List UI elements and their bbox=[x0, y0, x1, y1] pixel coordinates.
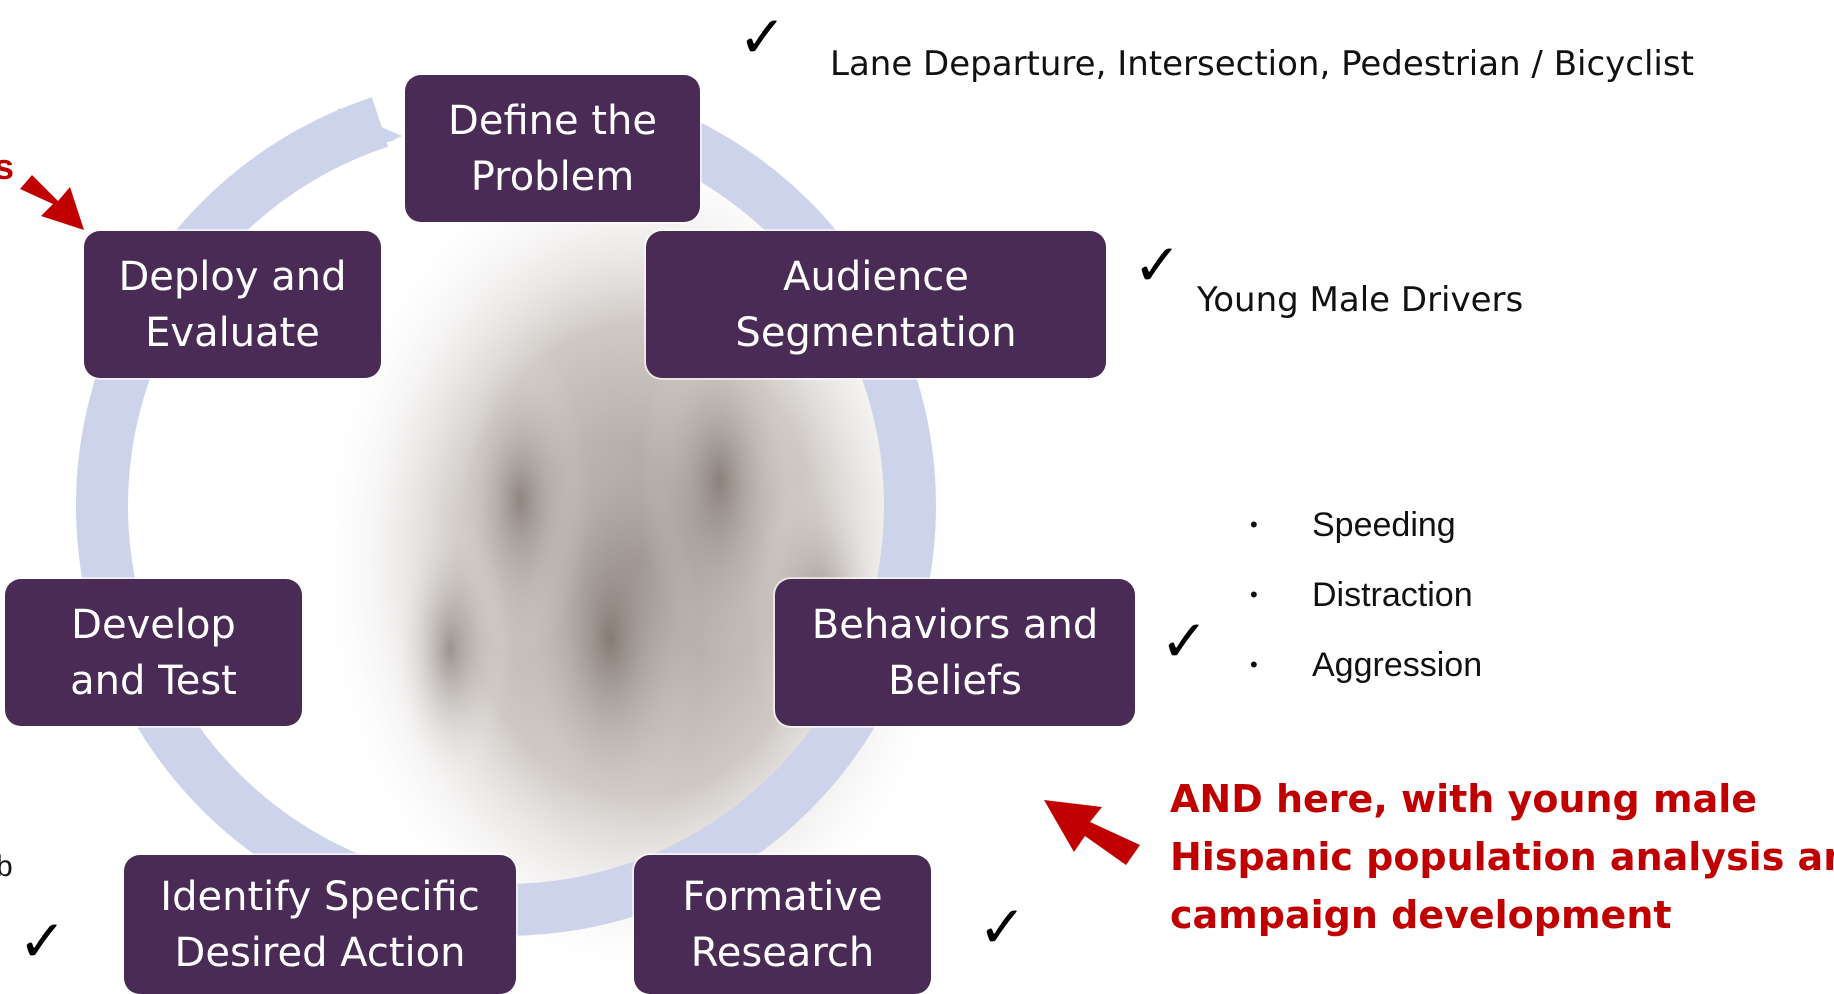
behaviors-list: • Speeding • Distraction • Aggression bbox=[1250, 490, 1482, 700]
step-label-line: Research bbox=[690, 929, 875, 976]
callout-line: AND here, with young male bbox=[1170, 777, 1758, 821]
step-label-line: Beliefs bbox=[888, 657, 1022, 704]
check-icon: ✓ bbox=[1160, 607, 1209, 675]
step-deploy-evaluate: Deploy and Evaluate bbox=[84, 231, 381, 378]
step-label-line: and Test bbox=[70, 657, 237, 704]
step-develop-test: Develop and Test bbox=[5, 579, 302, 726]
behavior-label: Speeding bbox=[1312, 505, 1456, 544]
audience-note: Young Male Drivers bbox=[1197, 280, 1524, 320]
step-label-line: Behaviors and bbox=[811, 601, 1099, 648]
step-label-line: Deploy and bbox=[118, 253, 347, 300]
check-icon: ✓ bbox=[738, 3, 787, 71]
list-item: • Distraction bbox=[1250, 560, 1482, 630]
step-define-problem: Define the Problem bbox=[405, 75, 700, 222]
step-audience-segmentation: Audience Segmentation bbox=[646, 231, 1106, 378]
callout-text: AND here, with young male Hispanic popul… bbox=[1170, 770, 1834, 944]
callout-line: campaign development bbox=[1170, 893, 1672, 937]
step-label-line: Problem bbox=[470, 153, 635, 200]
step-label-line: Define the bbox=[448, 97, 657, 144]
step-label-line: Segmentation bbox=[735, 309, 1017, 356]
check-icon: ✓ bbox=[18, 907, 67, 975]
cropped-red-text: s bbox=[0, 146, 15, 187]
step-formative-research: Formative Research bbox=[634, 855, 931, 994]
problem-note: Lane Departure, Intersection, Pedestrian… bbox=[830, 44, 1694, 84]
step-label-line: Formative bbox=[682, 873, 883, 920]
list-item: • Aggression bbox=[1250, 630, 1482, 700]
red-arrow-icon bbox=[20, 175, 84, 230]
behavior-label: Distraction bbox=[1312, 575, 1473, 614]
step-identify-desired-action: Identify Specific Desired Action bbox=[124, 855, 516, 994]
step-label-line: Develop bbox=[71, 601, 236, 648]
check-icon: ✓ bbox=[1133, 231, 1182, 299]
red-arrow-icon bbox=[1044, 800, 1140, 865]
bullet-glyph: • bbox=[1250, 582, 1258, 607]
bullet-glyph: • bbox=[1250, 652, 1258, 677]
step-behaviors-beliefs: Behaviors and Beliefs bbox=[775, 579, 1135, 726]
step-label-line: Evaluate bbox=[145, 309, 320, 356]
callout-line: Hispanic population analysis and bbox=[1170, 835, 1834, 879]
step-label-line: Audience bbox=[783, 253, 969, 300]
bullet-glyph: • bbox=[1250, 512, 1258, 537]
step-label-line: Desired Action bbox=[174, 929, 466, 976]
cropped-black-text: b bbox=[0, 850, 13, 883]
check-icon: ✓ bbox=[978, 893, 1027, 961]
step-label-line: Identify Specific bbox=[160, 873, 480, 920]
behavior-label: Aggression bbox=[1312, 645, 1483, 684]
list-item: • Speeding bbox=[1250, 490, 1482, 560]
